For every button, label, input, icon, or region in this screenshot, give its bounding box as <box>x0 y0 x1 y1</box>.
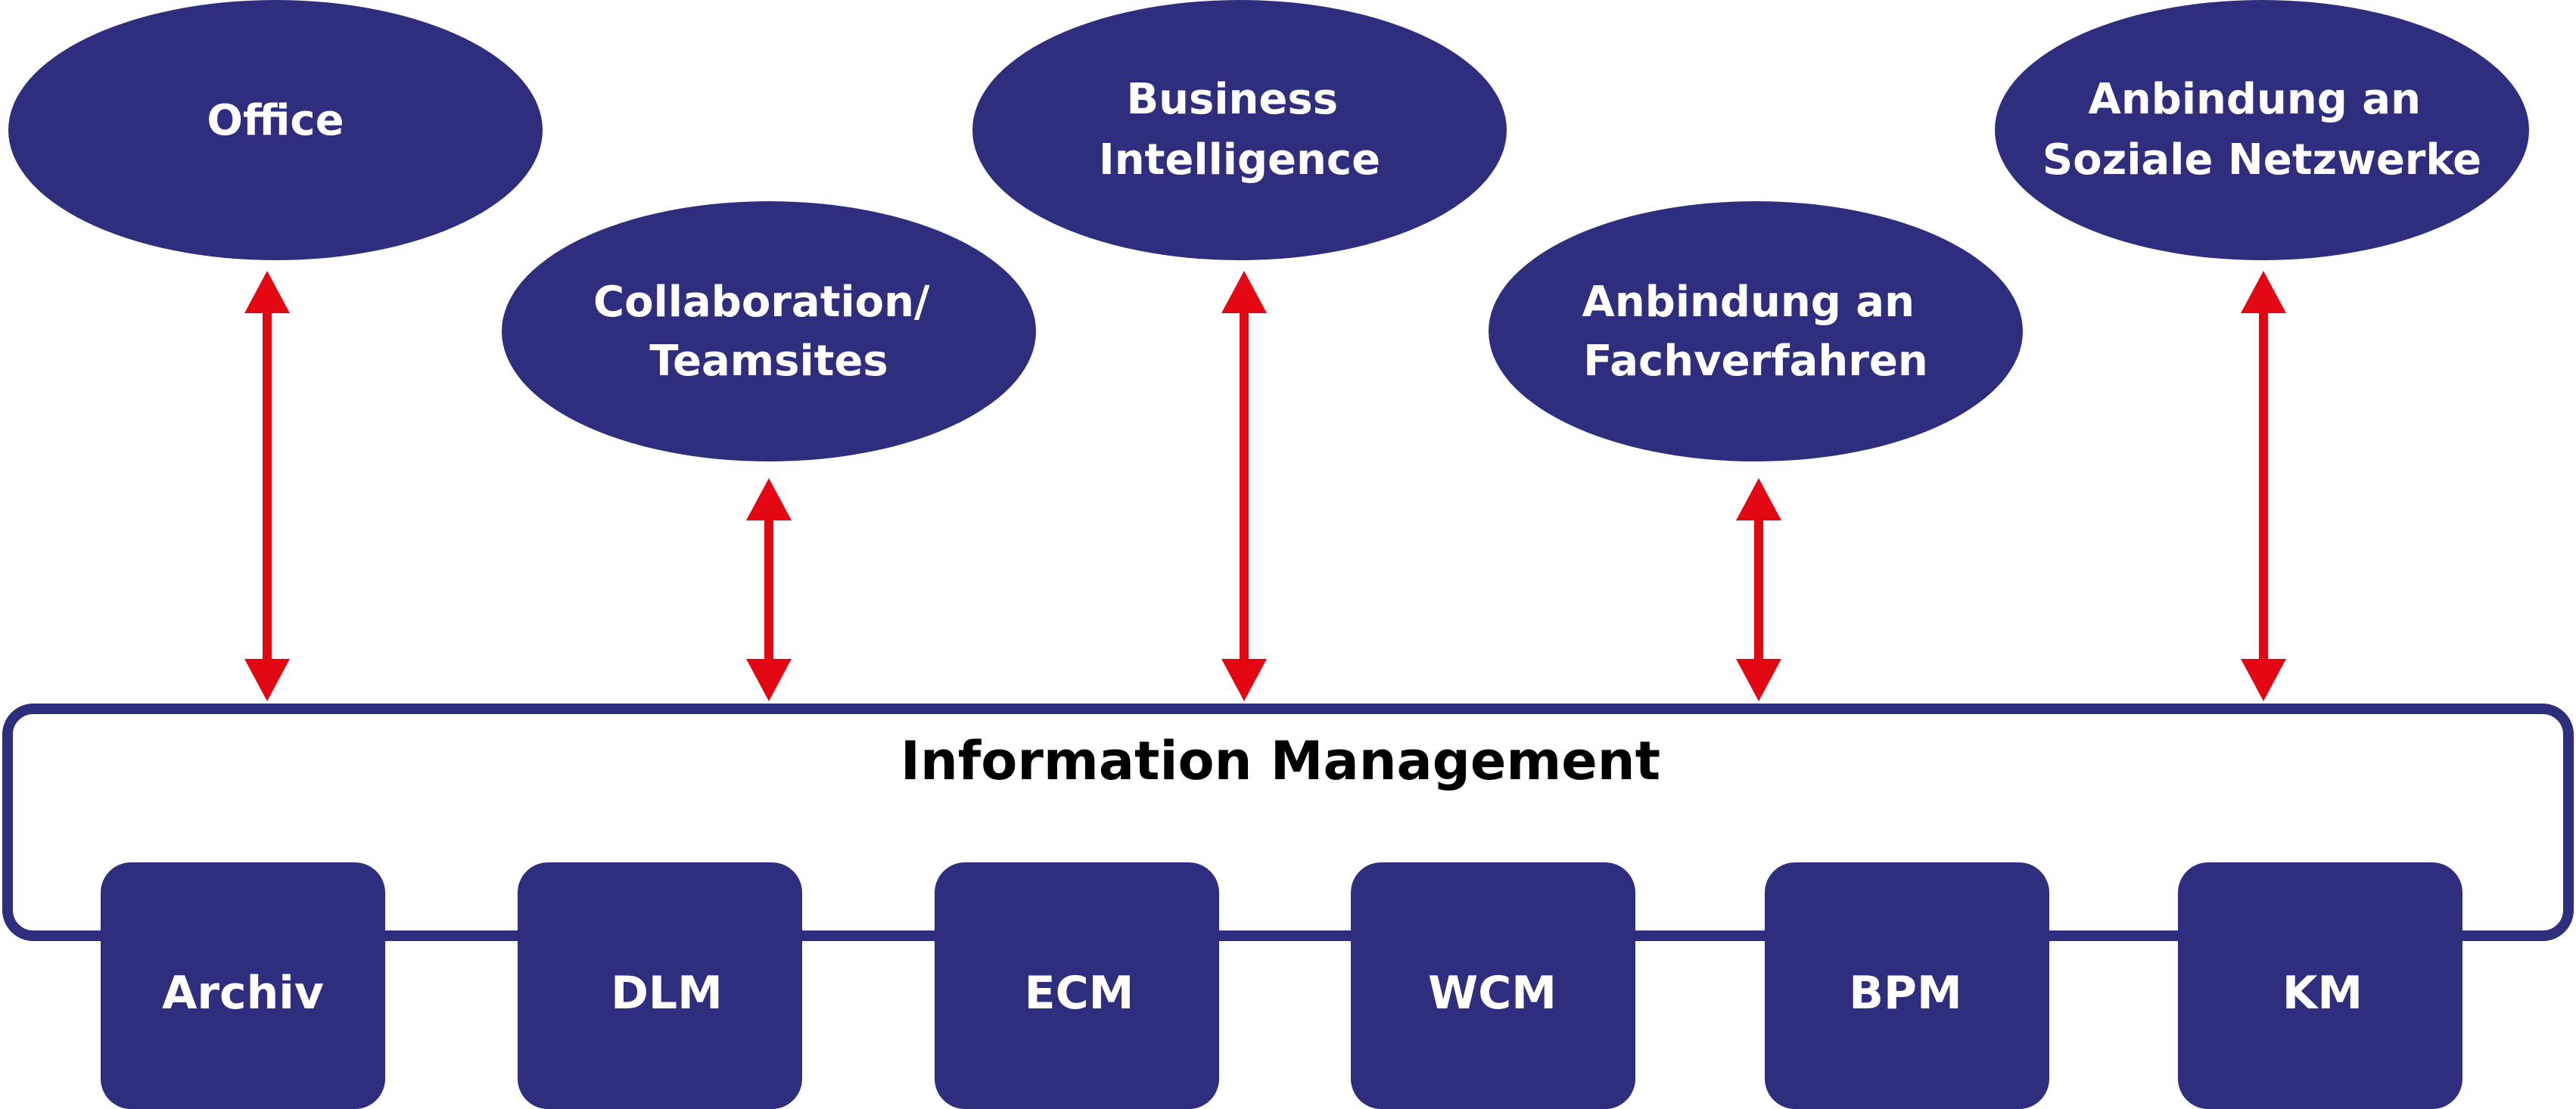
ellipse-collaboration-label-2: Teamsites <box>649 337 888 386</box>
ellipse-soziale-netzwerke: Anbindung an Soziale Netzwerke <box>1995 0 2529 260</box>
module-ecm: ECM <box>935 862 1219 1109</box>
module-km: KM <box>2178 862 2462 1109</box>
ellipse-business-intelligence-label-1: Business <box>1126 75 1338 124</box>
module-km-label: KM <box>2282 967 2363 1020</box>
platform-title: Information Management <box>901 730 1660 792</box>
information-management-frame <box>2 704 2574 941</box>
module-archiv-label: Archiv <box>162 967 324 1020</box>
module-wcm-label: WCM <box>1428 967 1557 1020</box>
module-dlm: DLM <box>518 862 802 1109</box>
ellipse-fachverfahren-label-1: Anbindung an <box>1582 278 1915 327</box>
module-dlm-label: DLM <box>611 967 723 1020</box>
ellipse-collaboration: Collaboration/ Teamsites <box>502 201 1036 461</box>
ellipse-soziale-netzwerke-label-2: Soziale Netzwerke <box>2042 135 2481 185</box>
ellipse-fachverfahren: Anbindung an Fachverfahren <box>1489 201 2023 461</box>
svg-text:Office: Office <box>207 96 344 145</box>
module-bpm-label: BPM <box>1849 967 1962 1020</box>
ellipse-soziale-netzwerke-label-1: Anbindung an <box>2089 75 2421 124</box>
svg-text:Anbindung an Soziale Net: Anbindung an Soziale Netzwerke <box>2042 75 2481 185</box>
arrow-collaboration <box>746 478 792 701</box>
ellipse-office: Office <box>8 0 543 260</box>
svg-text:Anbindung an Fachverfahr: Anbindung an Fachverfahren <box>1582 278 1930 386</box>
ellipse-office-label-1: Office <box>207 96 344 145</box>
arrow-soziale-netzwerke <box>2241 271 2286 701</box>
module-archiv: Archiv <box>101 862 385 1109</box>
ellipse-business-intelligence-label-2: Intelligence <box>1099 135 1380 185</box>
ellipse-fachverfahren-label-2: Fachverfahren <box>1583 337 1927 386</box>
svg-text:Collaboration/ Teamsites: Collaboration/ Teamsites <box>593 278 944 386</box>
svg-text:Business Intelligence: Business Intelligence <box>1099 75 1380 185</box>
module-bpm: BPM <box>1765 862 2049 1109</box>
ellipse-collaboration-label-1: Collaboration/ <box>593 278 930 327</box>
ellipse-business-intelligence: Business Intelligence <box>972 0 1507 260</box>
module-wcm: WCM <box>1351 862 1635 1109</box>
arrow-fachverfahren <box>1736 478 1781 701</box>
module-ecm-label: ECM <box>1025 967 1134 1020</box>
arrow-business-intelligence <box>1221 271 1267 701</box>
arrow-office <box>244 271 290 701</box>
